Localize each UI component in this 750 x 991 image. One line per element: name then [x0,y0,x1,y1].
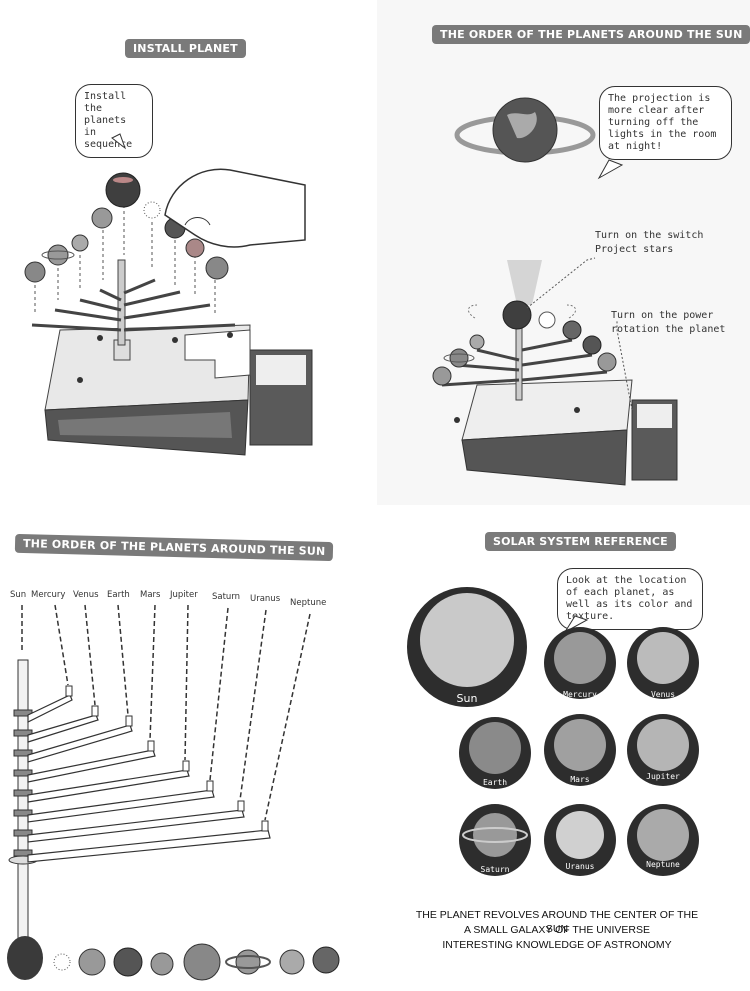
neptune-caption: Neptune [646,860,680,869]
install-planet-title: INSTALL PLANET [125,39,246,58]
jupiter-caption: Jupiter [646,772,680,781]
saturn-caption: Saturn [480,865,510,874]
solar-reference-illustration [407,587,699,876]
planet-label-venus: Venus [73,590,99,600]
planet-label-sun: Sun [10,590,27,600]
power-label-line2: rotation the planet [611,324,726,335]
planet-order-diagram-panel: THE ORDER OF THE PLANETS AROUND THE SUN … [0,510,373,991]
footer-line-3: INTERESTING KNOWLEDGE OF ASTRONOMY [442,939,672,951]
venus-caption: Venus [650,690,676,699]
install-hint-bubble: Install the planets in sequence [75,84,153,158]
earth-caption: Earth [482,778,508,787]
solar-system-reference-panel: SOLAR SYSTEM REFERENCE Look at the locat… [377,510,750,991]
switch-label-line1: Turn on the switch [595,230,704,241]
footer-line-2: A SMALL GALAXY OF THE UNIVERSE [464,924,650,936]
planet-label-uranus: Uranus [250,594,281,604]
planet-label-mercury: Mercury [31,590,66,600]
mercury-caption: Mercury [563,690,597,699]
solar-reference-title: SOLAR SYSTEM REFERENCE [485,532,676,551]
projection-hint-bubble: The projection is more clear after turni… [599,86,732,160]
planet-order-title-top: THE ORDER OF THE PLANETS AROUND THE SUN [432,25,750,44]
footer-line-1: THE PLANET REVOLVES AROUND THE CENTER OF… [415,909,699,935]
planet-order-diagram [7,604,340,981]
planet-label-mars: Mars [140,590,161,600]
planet-label-neptune: Neptune [290,598,327,608]
planet-label-jupiter: Jupiter [170,590,198,600]
projection-illustration [432,97,678,486]
switch-label-line2: Project stars [595,244,674,255]
sun-caption: Sun [456,692,478,705]
planet-order-projection-panel: THE ORDER OF THE PLANETS AROUND THE SUN … [377,0,750,505]
power-label-line1: Turn on the power [611,310,714,321]
mars-caption: Mars [570,775,590,784]
uranus-caption: Uranus [565,862,595,871]
install-planet-panel: INSTALL PLANET Install the planets in se… [0,0,373,505]
planet-label-earth: Earth [107,590,130,600]
planet-label-saturn: Saturn [212,592,241,602]
install-illustration [24,133,313,456]
